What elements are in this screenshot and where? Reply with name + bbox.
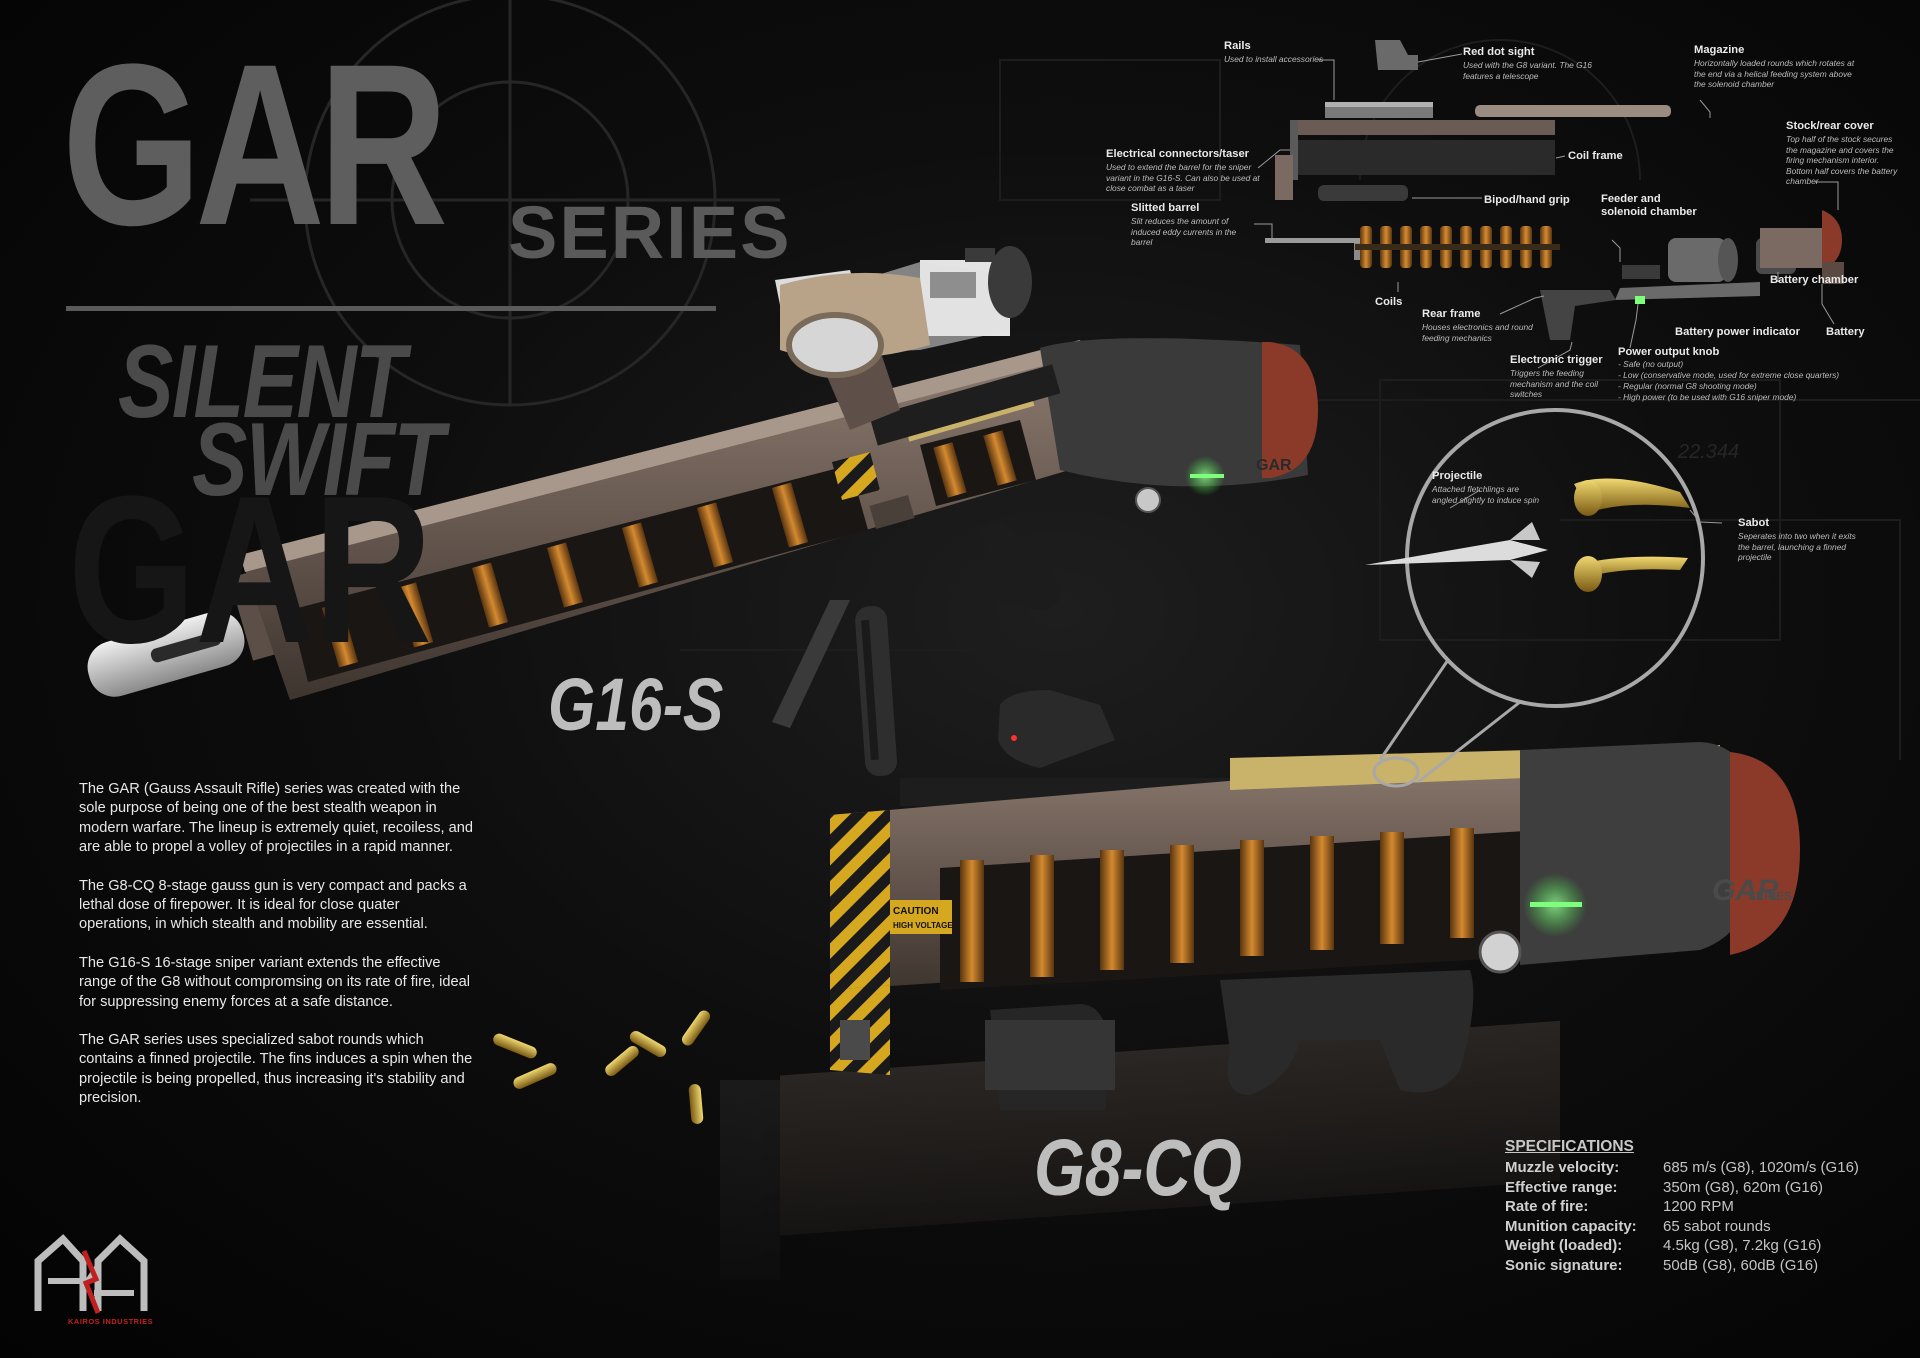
g16-bipod (772, 600, 898, 776)
callout-magazine: Magazine Horizontally loaded rounds whic… (1694, 44, 1855, 89)
muzzle (87, 611, 245, 697)
projectile-magnifier (1365, 408, 1705, 788)
g8-rifle: GAR SERIES CAUTION HIGH VOLTAGE (830, 690, 1800, 1110)
spec-value: 65 sabot rounds (1663, 1217, 1771, 1235)
spec-row: Munition capacity: 65 sabot rounds (1505, 1217, 1859, 1237)
callout-bipod: Bipod/hand grip (1484, 194, 1570, 206)
spec-value: 1200 RPM (1663, 1198, 1734, 1216)
spec-label: Effective range: (1505, 1178, 1618, 1196)
callout-battery: Battery (1826, 326, 1865, 338)
specs-heading: SPECIFICATIONS (1505, 1138, 1634, 1155)
g16-coils (321, 430, 1017, 668)
model-label-g16: G16-S (548, 663, 724, 746)
svg-text:HIGH VOLTAGE: HIGH VOLTAGE (893, 921, 953, 930)
spec-row: Effective range: 350m (G8), 620m (G16) (1505, 1178, 1859, 1198)
callout-sabot: Sabot Seperates into two when it exits t… (1738, 517, 1856, 562)
g8-coils (960, 828, 1474, 982)
spec-label: Rate of fire: (1505, 1198, 1589, 1216)
callout-battery-chamber: Battery chamber (1770, 274, 1859, 286)
callout-electronic-trigger: Electronic trigger Triggers the feeding … (1510, 354, 1603, 399)
svg-text:CAUTION: CAUTION (893, 906, 939, 917)
callout-red-dot: Red dot sight Used with the G8 variant. … (1463, 46, 1592, 81)
caution-decal: CAUTION HIGH VOLTAGE (890, 900, 953, 934)
loose-rounds (493, 1010, 711, 1124)
svg-text:GAR: GAR (1712, 874, 1779, 907)
model-label-g8: G8-CQ (1034, 1123, 1242, 1212)
specifications-table: SPECIFICATIONS Muzzle velocity: 685 m/s (… (1505, 1138, 1859, 1276)
leader-lines (1254, 53, 1839, 524)
callout-coils: Coils (1375, 296, 1403, 308)
g16-gar-logo: GAR (1256, 457, 1292, 474)
description-paragraph: The G16-S 16-stage sniper variant extend… (79, 954, 470, 1010)
spec-value: 50dB (G8), 60dB (G16) (1663, 1256, 1819, 1274)
callout-feeder: Feeder and solenoid chamber (1601, 193, 1697, 218)
g8-led (1523, 873, 1587, 937)
ghost-title: GAR (68, 452, 432, 687)
spec-row: Muzzle velocity: 685 m/s (G8), 1020m/s (G… (1505, 1158, 1859, 1178)
description-paragraph: The G8-CQ 8-stage gauss gun is very comp… (79, 877, 467, 933)
g16-rifle: GAR (87, 246, 1318, 776)
tagline-swift: SWIFT (192, 402, 444, 518)
brand-name: KAIROS INDUSTRIES (68, 1317, 154, 1326)
spec-label: Muzzle velocity: (1505, 1159, 1620, 1176)
background-reticle (250, 0, 780, 407)
title-series: SERIES (508, 191, 792, 274)
callout-stock: Stock/rear cover Top half of the stock s… (1786, 120, 1898, 186)
spec-value: 4.5kg (G8), 7.2kg (G16) (1663, 1237, 1822, 1255)
spec-label: Sonic signature: (1505, 1256, 1623, 1274)
callout-rails: Rails Used to install accessories (1224, 40, 1324, 64)
callout-slitted-barrel: Slitted barrel Slit reduces the amount o… (1131, 202, 1237, 247)
g8-gar-logo: GAR SERIES (1712, 874, 1792, 907)
spec-value: 350m (G8), 620m (G16) (1663, 1178, 1824, 1196)
tagline-silent: SILENT (118, 324, 406, 440)
callout-projectile: Projectile Attached fletchlings are angl… (1432, 470, 1540, 505)
spec-row: Rate of fire: 1200 RPM (1505, 1197, 1859, 1217)
svg-text:SERIES: SERIES (1748, 889, 1792, 903)
g16-led (1185, 456, 1225, 496)
g16-scope (775, 246, 1032, 378)
callout-power-knob: Power output knob - Safe (no output) - L… (1618, 346, 1840, 402)
description-paragraph: The GAR (Gauss Assault Rifle) series was… (79, 781, 473, 856)
callout-rear-frame: Rear frame Houses electronics and round … (1422, 308, 1533, 343)
exploded-diagram (1265, 40, 1844, 340)
spec-value: 685 m/s (G8), 1020m/s (G16) (1663, 1159, 1859, 1176)
callout-battery-indicator: Battery power indicator (1675, 326, 1800, 338)
spec-row: Weight (loaded): 4.5kg (G8), 7.2kg (G16) (1505, 1236, 1859, 1256)
background-number: 22.344 (1677, 441, 1739, 463)
kairos-logo-icon (34, 1234, 148, 1314)
description-paragraph: The GAR series uses specialized sabot ro… (79, 1032, 473, 1107)
callout-electrical: Electrical connectors/taser Used to exte… (1106, 148, 1260, 193)
title-gar: GAR (62, 16, 448, 273)
g8-red-dot (998, 690, 1115, 768)
g8-reflection (720, 1020, 1560, 1280)
title-divider (66, 306, 716, 311)
spec-label: Weight (loaded): (1505, 1237, 1623, 1255)
callout-coil-frame: Coil frame (1568, 150, 1623, 162)
spec-row: Sonic signature: 50dB (G8), 60dB (G16) (1505, 1256, 1859, 1276)
description: The GAR (Gauss Assault Rifle) series was… (79, 780, 475, 1128)
spec-label: Munition capacity: (1505, 1217, 1637, 1235)
background-blueprint (680, 39, 1920, 760)
